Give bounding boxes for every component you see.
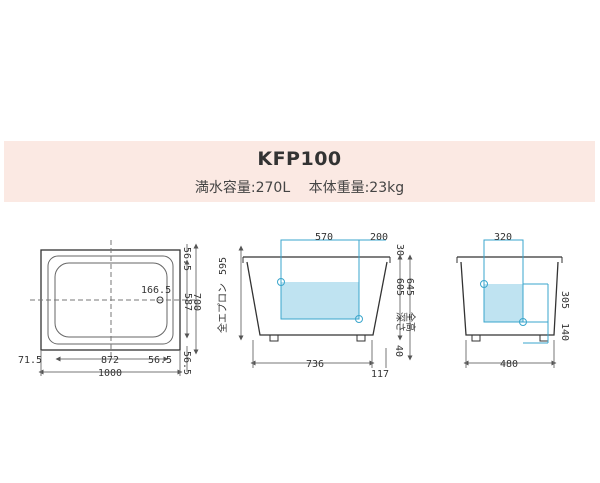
dim-480: 480 [500,359,518,370]
total-height-value: 645 [404,278,415,296]
dim-right-margin: 56.5 [148,355,172,366]
weight-text: 本体重量:23kg [308,180,405,196]
dim-40: 40 [393,345,404,357]
spec-header: KFP100 満水容量:270L 本体重量:23kg [4,141,595,202]
dim-30: 30 [394,244,405,256]
model-name: KFP100 [257,148,342,170]
end-view [456,239,563,368]
dim-drain-offset: 166.5 [141,285,171,296]
capacity-text: 満水容量:270L [194,180,291,196]
depth-value: 605 [394,278,405,296]
dim-inner-width: 872 [101,355,119,366]
dim-overall-width: 1000 [98,368,122,379]
dim-bottom-margin: 56.5 [181,351,192,375]
dim-200: 200 [370,232,388,243]
dim-117: 117 [371,369,389,380]
apron-height: 595 [218,257,229,275]
water-fill [281,282,359,319]
dim-140: 140 [559,323,570,341]
side-tub-body [246,261,388,336]
dim-320: 320 [494,232,512,243]
side-view [238,239,413,368]
end-tub-body [460,261,559,336]
dim-top-margin: 56.5 [181,247,192,271]
apron-label: 全エプロン [216,283,229,333]
dim-570: 570 [315,232,333,243]
drain-icon [156,296,164,304]
depth-label: 深さ [394,312,406,332]
dim-inner-depth: 587 [182,293,193,311]
spec-line: 満水容量:270L 本体重量:23kg [4,177,595,197]
dim-overall-depth: 700 [191,293,202,311]
total-height-label: 全高 [404,312,417,332]
plan-view [30,240,199,376]
dim-305: 305 [559,291,570,309]
end-water-fill [484,284,523,322]
dim-736: 736 [306,359,324,370]
dim-left-margin: 71.5 [18,355,42,366]
